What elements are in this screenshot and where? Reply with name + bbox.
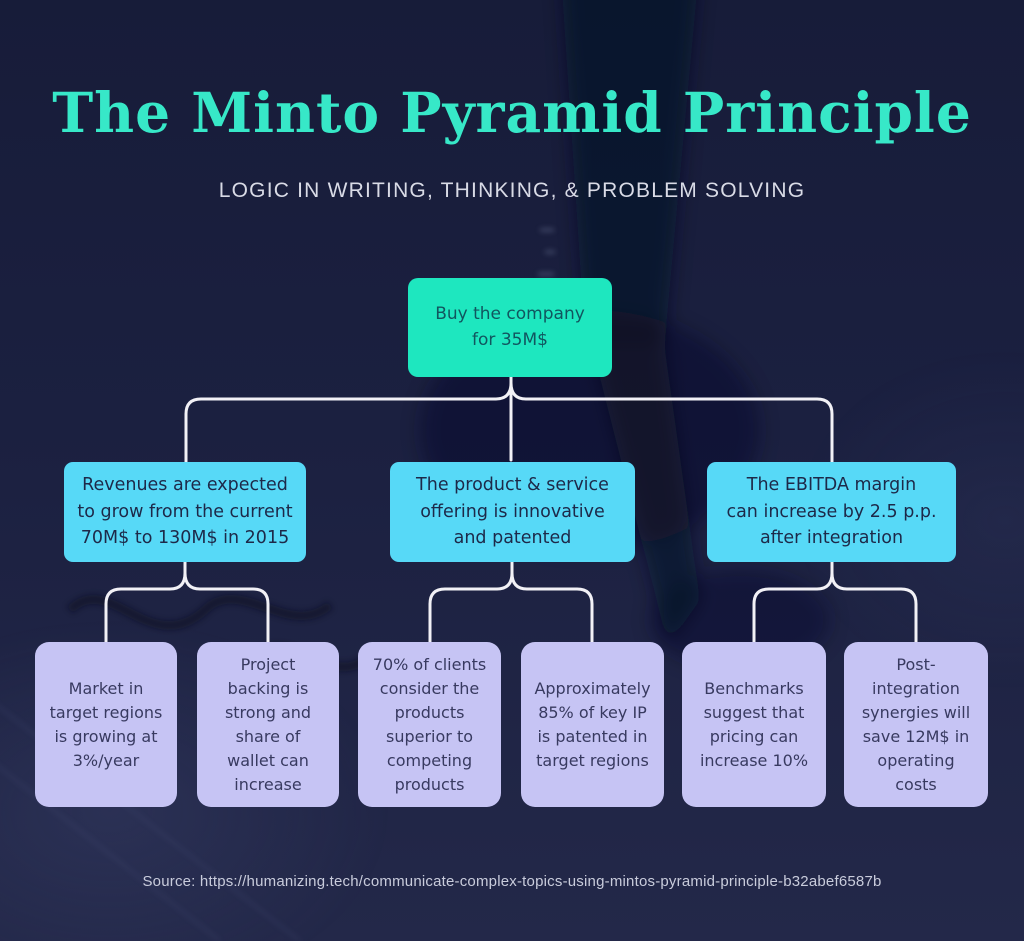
node-text-line: Market in [68, 678, 144, 698]
node-text-line: 85% of key IP [538, 702, 647, 722]
bottom-node-text: Benchmarks suggest that pricing can incr… [700, 677, 808, 773]
node-text-line: wallet can [227, 750, 309, 770]
node-text-line: integration [872, 678, 960, 698]
bottom-node-client-preference: 70% of clients consider the products sup… [358, 642, 501, 807]
node-text-line: Approximately [534, 678, 651, 698]
node-text-line: 70% of clients [372, 654, 487, 674]
node-text-line: for 35M$ [472, 329, 548, 350]
bottom-node-ip-patents: Approximately 85% of key IP is patented … [521, 642, 664, 807]
node-text-line: Buy the company [435, 304, 585, 324]
node-text-line: superior to [385, 726, 473, 746]
node-text-line: pricing can [709, 726, 799, 746]
node-text-line: backing is [227, 678, 309, 698]
bottom-node-market-growth: Market in target regions is growing at 3… [35, 642, 177, 807]
node-text-line: and patented [453, 528, 572, 549]
node-text-line: is growing at [54, 726, 158, 746]
node-text-line: products [394, 774, 465, 794]
middle-node-text: The EBITDA margin can increase by 2.5 p.… [726, 472, 936, 552]
node-text-line: save 12M$ in [862, 726, 970, 746]
node-text-line: to grow from the current [77, 501, 293, 522]
node-text-line: Post- [896, 654, 936, 674]
node-text-line: is patented in [537, 726, 648, 746]
node-text-line: The EBITDA margin [746, 475, 917, 496]
node-text-line: Revenues are expected [82, 475, 288, 496]
node-text-line: suggest that [703, 702, 805, 722]
bottom-node-synergies: Post- integration synergies will save 12… [844, 642, 988, 807]
middle-node-product: The product & service offering is innova… [390, 462, 635, 562]
node-text-line: Benchmarks [704, 678, 804, 698]
node-text-line: competing [386, 750, 473, 770]
node-text-line: The product & service [416, 475, 609, 496]
bottom-node-project-backing: Project backing is strong and share of w… [197, 642, 339, 807]
node-text-line: Project [240, 654, 296, 674]
node-text-line: strong and [224, 702, 312, 722]
bottom-node-pricing-benchmarks: Benchmarks suggest that pricing can incr… [682, 642, 826, 807]
bottom-node-text: Market in target regions is growing at 3… [50, 677, 163, 773]
top-node: Buy the company for 35M$ [408, 278, 612, 377]
node-text-line: synergies will [861, 702, 971, 722]
page-subtitle: LOGIC IN WRITING, THINKING, & PROBLEM SO… [218, 179, 806, 202]
middle-node-text: The product & service offering is innova… [416, 472, 609, 552]
node-text-line: offering is innovative [420, 501, 605, 522]
node-text-line: can increase by 2.5 p.p. [726, 501, 937, 522]
bottom-node-text: Post- integration synergies will save 12… [862, 653, 970, 797]
node-text-line: products [394, 702, 465, 722]
node-text-line: 70M$ to 130M$ in 2015 [80, 528, 290, 549]
bottom-node-text: Approximately 85% of key IP is patented … [534, 677, 650, 773]
page-title: The Minto Pyramid Principle [52, 80, 972, 145]
middle-node-revenues: Revenues are expected to grow from the c… [64, 462, 306, 562]
node-text-line: target regions [536, 750, 649, 770]
node-text-line: increase 10% [699, 750, 809, 770]
node-text-line: 3%/year [72, 750, 140, 770]
node-text-line: after integration [759, 528, 904, 549]
node-text-line: increase [234, 774, 302, 794]
node-text-line: consider the [379, 678, 480, 698]
node-text-line: operating [877, 750, 955, 770]
source-text: Source: https://humanizing.tech/communic… [142, 873, 882, 890]
middle-node-text: Revenues are expected to grow from the c… [77, 472, 292, 552]
bottom-node-text: 70% of clients consider the products sup… [373, 653, 486, 797]
bottom-node-text: Project backing is strong and share of w… [225, 653, 311, 797]
node-text-line: target regions [49, 702, 163, 722]
top-node-text: Buy the company for 35M$ [435, 302, 585, 353]
node-text-line: share of [235, 726, 301, 746]
middle-node-ebitda: The EBITDA margin can increase by 2.5 p.… [707, 462, 956, 562]
node-text-line: costs [895, 774, 937, 794]
